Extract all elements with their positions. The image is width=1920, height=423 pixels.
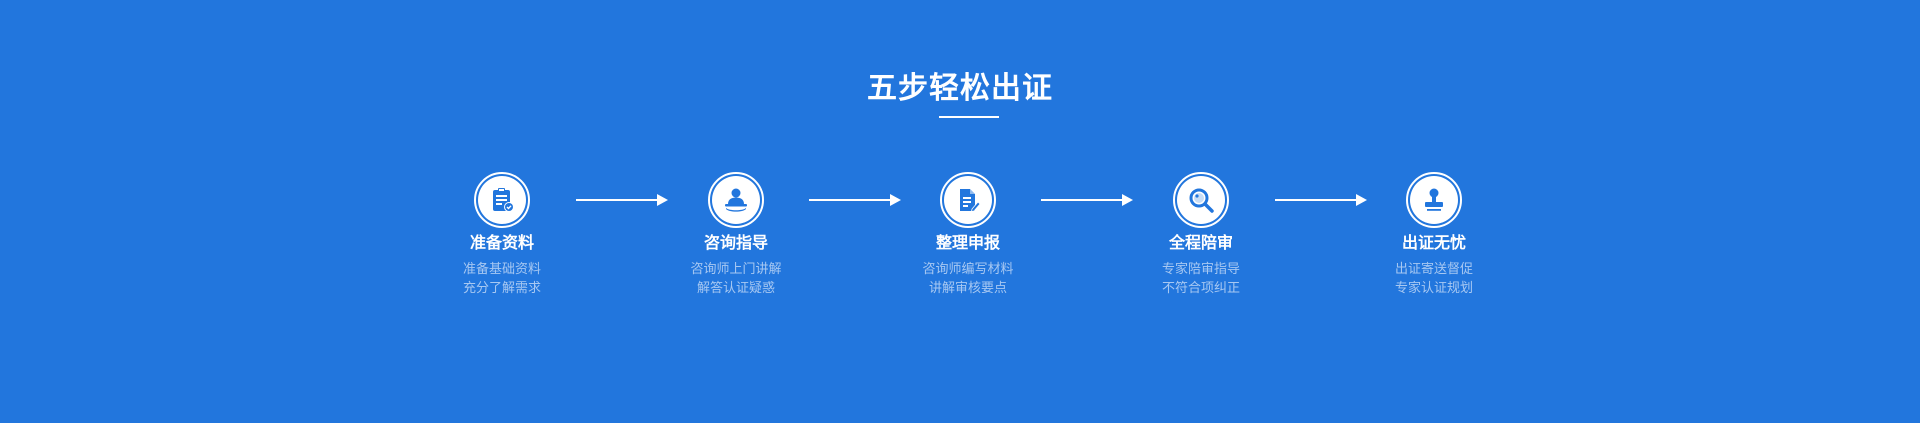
step-desc-line: 充分了解需求 — [462, 281, 541, 296]
consultant-icon — [712, 176, 760, 224]
arrow-right-icon — [576, 194, 668, 206]
step-full-audit: 全程陪审 专家陪审指导 不符合项纠正 — [1111, 172, 1291, 298]
clipboard-check-icon — [478, 176, 526, 224]
step-desc-line: 解答认证疑惑 — [696, 281, 775, 296]
step-description: 咨询师编写材料 讲解审核要点 — [878, 260, 1058, 298]
arrow-right-icon — [1275, 194, 1367, 206]
step-title: 准备资料 — [469, 233, 534, 252]
step-certificate-issued: 出证无忧 出证寄送督促 专家认证规划 — [1344, 172, 1524, 298]
arrow-right-icon — [809, 194, 901, 206]
arrow-right-icon — [1041, 194, 1133, 206]
page-title: 五步轻松出证 — [867, 71, 1053, 106]
document-edit-icon — [944, 176, 992, 224]
step-icon-ring — [940, 172, 996, 228]
step-description: 准备基础资料 充分了解需求 — [412, 260, 592, 298]
step-desc-line: 咨询师上门讲解 — [690, 262, 782, 277]
title-underline — [939, 116, 999, 118]
step-desc-line: 专家认证规划 — [1394, 281, 1473, 296]
magnifier-icon — [1177, 176, 1225, 224]
step-desc-line: 准备基础资料 — [462, 262, 541, 277]
step-icon-ring — [474, 172, 530, 228]
stamp-icon — [1410, 176, 1458, 224]
step-desc-line: 咨询师编写材料 — [922, 262, 1014, 277]
step-icon-ring — [708, 172, 764, 228]
step-description: 咨询师上门讲解 解答认证疑惑 — [646, 260, 826, 298]
step-title: 出证无忧 — [1401, 233, 1466, 252]
step-title: 整理申报 — [935, 233, 1000, 252]
step-organize-declaration: 整理申报 咨询师编写材料 讲解审核要点 — [878, 172, 1058, 298]
step-desc-line: 不符合项纠正 — [1161, 281, 1240, 296]
step-description: 专家陪审指导 不符合项纠正 — [1111, 260, 1291, 298]
step-consulting-guidance: 咨询指导 咨询师上门讲解 解答认证疑惑 — [646, 172, 826, 298]
step-icon-ring — [1173, 172, 1229, 228]
step-desc-line: 专家陪审指导 — [1161, 262, 1240, 277]
step-desc-line: 出证寄送督促 — [1394, 262, 1473, 277]
step-title: 全程陪审 — [1168, 233, 1233, 252]
step-desc-line: 讲解审核要点 — [928, 281, 1007, 296]
step-title: 咨询指导 — [703, 233, 768, 252]
step-description: 出证寄送督促 专家认证规划 — [1344, 260, 1524, 298]
step-icon-ring — [1406, 172, 1462, 228]
step-prepare-materials: 准备资料 准备基础资料 充分了解需求 — [412, 172, 592, 298]
